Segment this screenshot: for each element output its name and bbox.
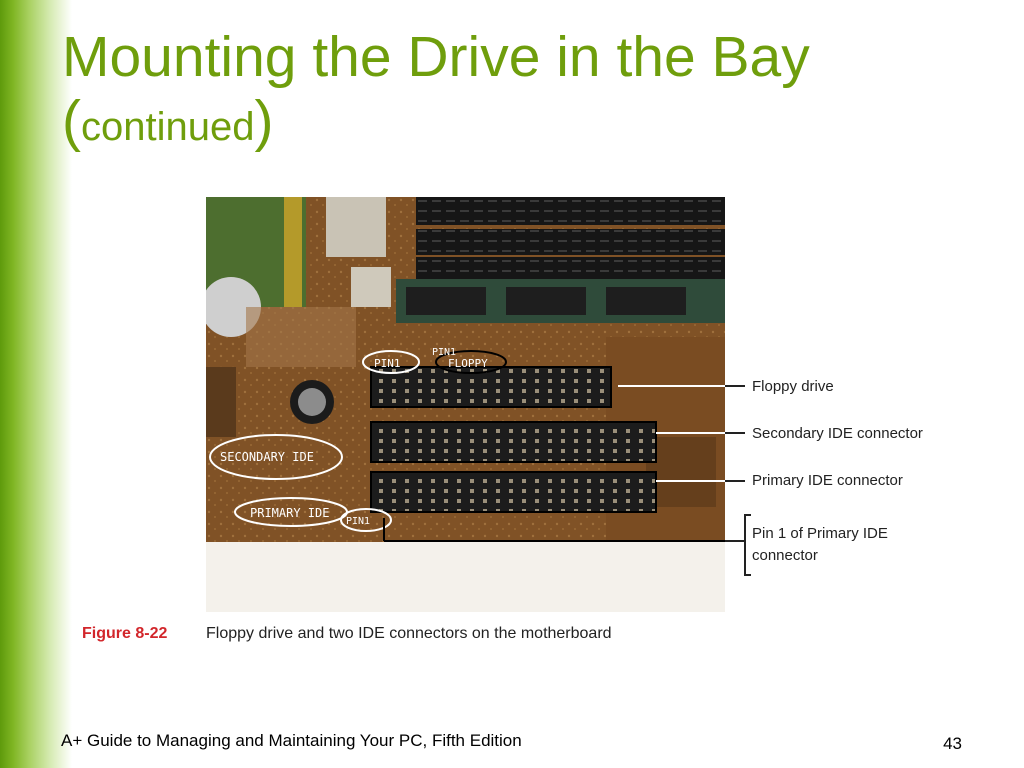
photo-label-floppy: FLOPPY — [448, 357, 488, 370]
figure: PIN1 FLOPPY PIN1 SECONDARY IDE PRIMARY I… — [206, 197, 940, 649]
title-close-paren: ) — [254, 88, 274, 153]
photo-label-pin1-top: PIN1 — [374, 357, 401, 370]
callout-primary-ide: Primary IDE connector — [752, 472, 903, 489]
figure-caption: Figure 8-22 Floppy drive and two IDE conn… — [82, 625, 942, 643]
callout-pin1-line1: Pin 1 of Primary IDE — [752, 525, 888, 542]
slide-title-main: Mounting the Drive in the Bay — [62, 25, 810, 89]
title-continued: continued — [80, 104, 255, 149]
photo-label-pin1-bottom: PIN1 — [346, 516, 370, 527]
slide-title: Mounting the Drive in the Bay (continued… — [62, 25, 1002, 154]
page-number: 43 — [943, 734, 962, 753]
callout-floppy-drive: Floppy drive — [752, 378, 834, 395]
caption-text: Floppy drive and two IDE connectors on t… — [206, 625, 612, 642]
photo-label-secondary-ide: SECONDARY IDE — [220, 450, 314, 464]
footer-book-title: A+ Guide to Managing and Maintaining You… — [61, 731, 522, 750]
photo-label-primary-ide: PRIMARY IDE — [250, 506, 329, 520]
callout-pin1-line2: connector — [752, 547, 818, 564]
callout-secondary-ide: Secondary IDE connector — [752, 425, 923, 442]
photo-label-pin1-top-right: PIN1 — [432, 347, 456, 358]
motherboard-photo: PIN1 FLOPPY PIN1 SECONDARY IDE PRIMARY I… — [206, 197, 725, 612]
sidebar-gradient — [0, 0, 72, 768]
title-open-paren: ( — [62, 88, 81, 153]
caption-figure-number: Figure 8-22 — [82, 625, 168, 642]
